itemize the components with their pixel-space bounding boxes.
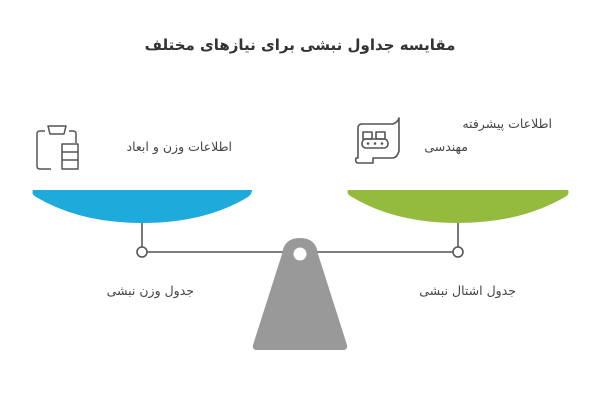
- fulcrum-pivot: [293, 247, 307, 261]
- left-joint: [136, 246, 148, 258]
- left-pan: [32, 190, 252, 223]
- left-table-label: جدول وزن نبشی: [106, 283, 194, 298]
- diagram-title: مقایسه جداول نبشی برای نیازهای مختلف: [144, 36, 456, 54]
- right-pan: [347, 190, 569, 223]
- left-info-label: اطلاعات وزن و ابعاد: [126, 139, 232, 154]
- conveyor-dots: [366, 142, 384, 145]
- right-info-label-line2: مهندسی: [424, 139, 468, 154]
- right-joint: [452, 246, 464, 258]
- engineering-blueprint-icon: [354, 117, 400, 164]
- right-info-label-line1: اطلاعات پیشرفته: [462, 116, 552, 131]
- right-table-label: جدول اشتال نبشی: [419, 283, 516, 298]
- clipboard-table-icon: [36, 125, 79, 170]
- fulcrum: [252, 238, 348, 350]
